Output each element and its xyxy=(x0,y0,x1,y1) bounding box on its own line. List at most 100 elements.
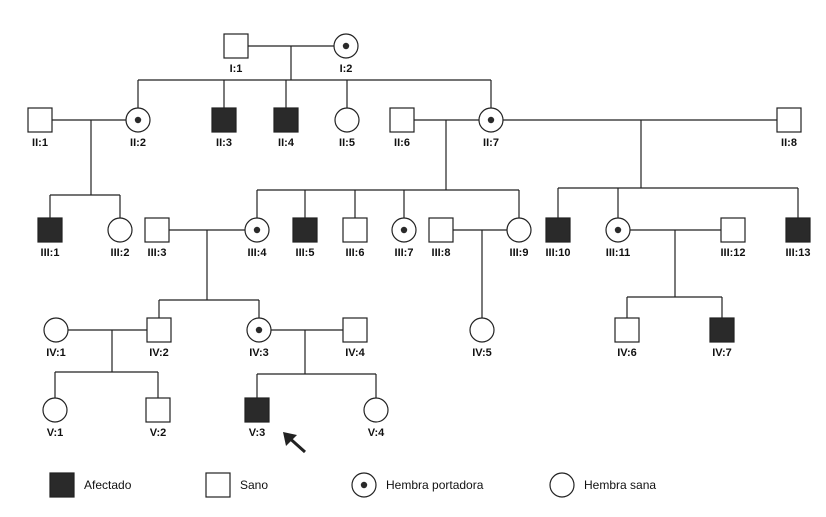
individual: III:2 xyxy=(107,217,133,259)
individual-label: IV:1 xyxy=(46,347,66,359)
individual-label: V:4 xyxy=(368,427,385,439)
carrier-dot xyxy=(614,226,622,234)
individual: IV:7 xyxy=(709,317,735,359)
healthy-male-symbol xyxy=(146,317,172,343)
individual-label: III:2 xyxy=(111,247,130,259)
healthy-male-symbol xyxy=(342,317,368,343)
healthy-female-symbol xyxy=(469,317,495,343)
legend-healthy-female-symbol xyxy=(549,472,575,498)
individual-label: II:2 xyxy=(130,137,146,149)
individual: III:3 xyxy=(144,217,170,259)
legend-item: Hembra portadora xyxy=(351,472,484,498)
individual: V:3 xyxy=(244,397,270,439)
individual-label: IV:6 xyxy=(617,347,637,359)
individual: IV:3 xyxy=(246,317,272,359)
individual: II:3 xyxy=(211,107,237,149)
individual: II:2 xyxy=(125,107,151,149)
individual: II:4 xyxy=(273,107,299,149)
individual-label: III:4 xyxy=(248,247,268,259)
individual: III:10 xyxy=(545,217,571,259)
legend-healthy-male-symbol xyxy=(205,472,231,498)
individual: II:8 xyxy=(776,107,802,149)
legend-label: Hembra portadora xyxy=(386,478,484,492)
individual-label: I:2 xyxy=(340,63,353,75)
individual-label: IV:7 xyxy=(712,347,732,359)
individual-label: III:5 xyxy=(296,247,315,259)
individual-label: III:1 xyxy=(41,247,60,259)
carrier-dot xyxy=(134,116,142,124)
individual-label: II:8 xyxy=(781,137,797,149)
healthy-male-symbol xyxy=(389,107,415,133)
individual-label: III:6 xyxy=(346,247,365,259)
affected-male-symbol xyxy=(292,217,318,243)
proband-arrow xyxy=(283,432,307,454)
affected-male-symbol xyxy=(273,107,299,133)
individual-label: V:2 xyxy=(150,427,167,439)
healthy-female-symbol xyxy=(334,107,360,133)
individual-label: V:1 xyxy=(47,427,64,439)
individual: V:2 xyxy=(145,397,171,439)
individual: III:4 xyxy=(244,217,270,259)
individual-label: II:6 xyxy=(394,137,410,149)
healthy-female-symbol xyxy=(363,397,389,423)
legend-item: Sano xyxy=(205,472,268,498)
individual: III:8 xyxy=(428,217,454,259)
individual-label: III:13 xyxy=(785,247,810,259)
individual-label: IV:2 xyxy=(149,347,169,359)
individual: III:9 xyxy=(506,217,532,259)
individual: II:5 xyxy=(334,107,360,149)
individual-label: III:10 xyxy=(545,247,570,259)
individual-label: IV:4 xyxy=(345,347,365,359)
individual: III:1 xyxy=(37,217,63,259)
individual-label: III:11 xyxy=(606,247,630,259)
healthy-male-symbol xyxy=(144,217,170,243)
carrier-dot xyxy=(342,42,350,50)
individual-label: III:7 xyxy=(395,247,414,259)
individual-label: III:9 xyxy=(510,247,529,259)
individual: II:7 xyxy=(478,107,504,149)
healthy-male-symbol xyxy=(223,33,249,59)
individual-label: II:1 xyxy=(32,137,48,149)
carrier-dot xyxy=(487,116,495,124)
individual-label: V:3 xyxy=(249,427,266,439)
individual: I:2 xyxy=(333,33,359,75)
individual-label: III:3 xyxy=(148,247,167,259)
individual: III:11 xyxy=(605,217,631,259)
arrow-head xyxy=(283,432,297,446)
affected-male-symbol xyxy=(211,107,237,133)
individual-label: IV:5 xyxy=(472,347,492,359)
legend-item: Afectado xyxy=(49,472,132,498)
carrier-dot xyxy=(253,226,261,234)
individual: III:13 xyxy=(785,217,811,259)
affected-male-symbol xyxy=(545,217,571,243)
individual: IV:6 xyxy=(614,317,640,359)
individual: IV:4 xyxy=(342,317,368,359)
healthy-female-symbol xyxy=(506,217,532,243)
legend-affected-male-symbol xyxy=(49,472,75,498)
carrier-dot xyxy=(400,226,408,234)
healthy-male-symbol xyxy=(776,107,802,133)
individual-label: II:5 xyxy=(339,137,355,149)
legend-label: Hembra sana xyxy=(584,478,656,492)
legend: Afectado Sano Hembra portadora Hembra sana xyxy=(49,472,656,498)
legend-label: Afectado xyxy=(84,478,132,492)
individual-label: III:8 xyxy=(432,247,451,259)
individual: IV:1 xyxy=(43,317,69,359)
healthy-male-symbol xyxy=(720,217,746,243)
individual: V:4 xyxy=(363,397,389,439)
individual: IV:2 xyxy=(146,317,172,359)
legend-item: Hembra sana xyxy=(549,472,656,498)
individual-label: I:1 xyxy=(230,63,243,75)
individual: V:1 xyxy=(42,397,68,439)
legend-label: Sano xyxy=(240,478,268,492)
individual: III:12 xyxy=(720,217,746,259)
healthy-male-symbol xyxy=(27,107,53,133)
healthy-female-symbol xyxy=(107,217,133,243)
healthy-female-symbol xyxy=(43,317,69,343)
individual: IV:5 xyxy=(469,317,495,359)
individual: III:7 xyxy=(391,217,417,259)
affected-male-symbol xyxy=(244,397,270,423)
individual-label: II:4 xyxy=(278,137,295,149)
healthy-male-symbol xyxy=(342,217,368,243)
